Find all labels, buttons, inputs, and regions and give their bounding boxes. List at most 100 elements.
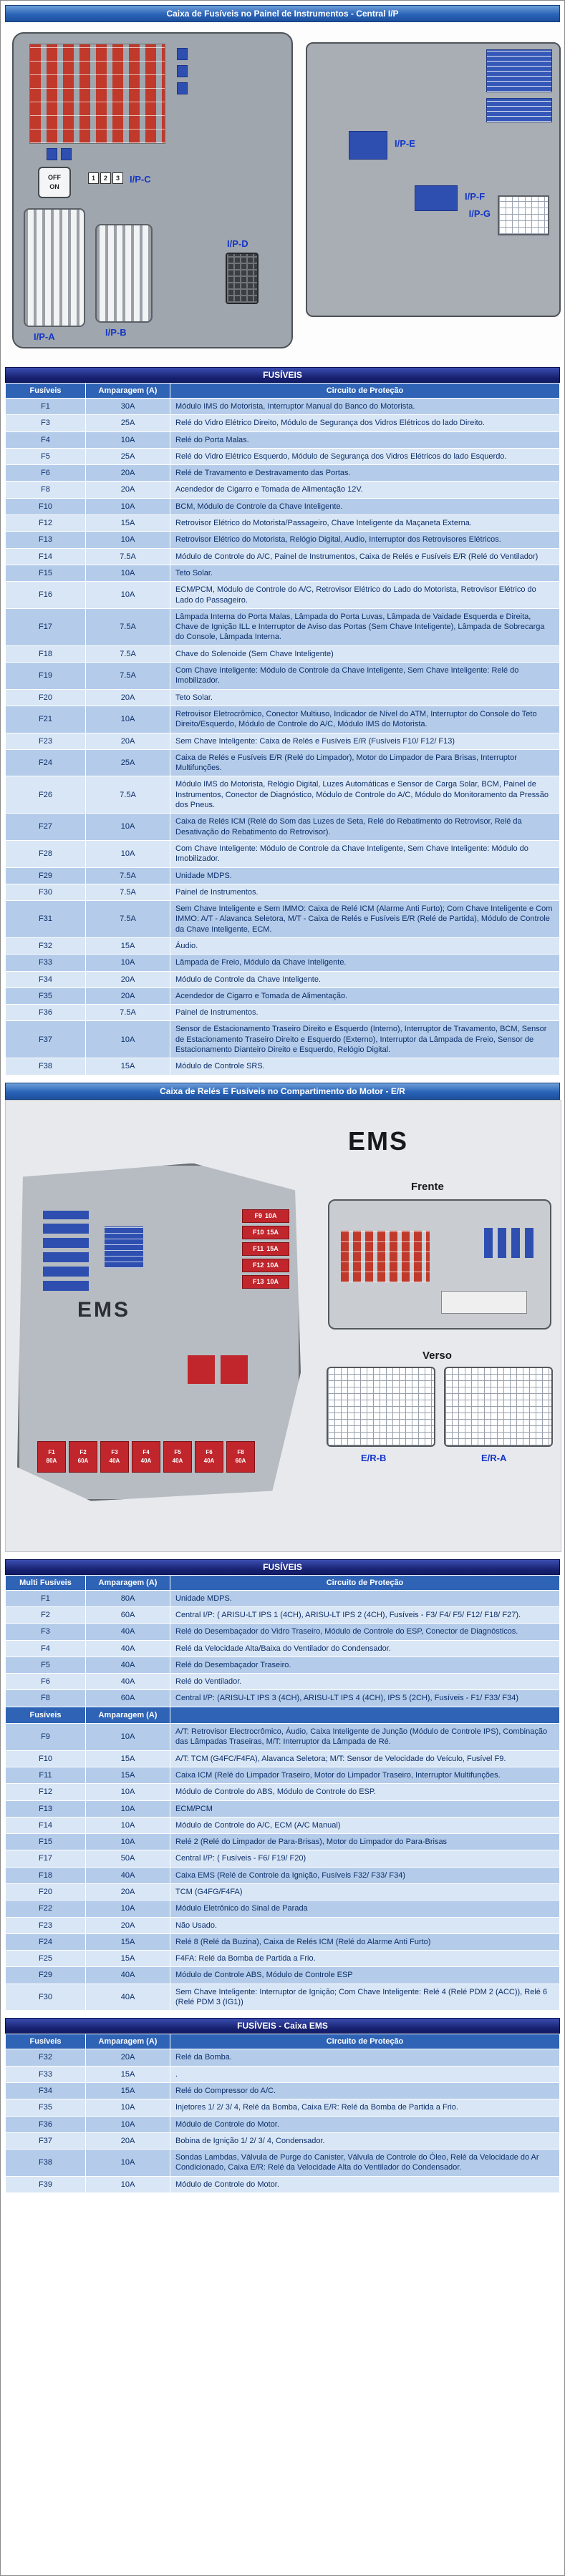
switch-off-label: OFF (48, 174, 61, 182)
fuse-amp: 7.5A (85, 776, 170, 814)
col-fusiveis: Fusíveis (5, 383, 86, 399)
table-row: F1 80A Unidade MDPS. (5, 1589, 560, 1607)
table-row: F38 10A Sondas Lambdas, Válvula de Purge… (5, 2149, 560, 2177)
table-row: F3 40A Relé do Desembaçador do Vidro Tra… (5, 1623, 560, 1641)
fuse-circuit: Central I/P: ( Fusíveis - F6/ F19/ F20) (170, 1850, 560, 1868)
subcol-fusiveis: Fusíveis (5, 1706, 86, 1724)
front-view-label: Frente (411, 1180, 444, 1193)
fuse-id: F33 (5, 954, 86, 972)
multi-fuse: F5 40A (163, 1440, 192, 1473)
fuse-circuit: Sem Chave Inteligente: Caixa de Relés e … (170, 732, 560, 750)
fuse-circuit: Lâmpada Interna do Porta Malas, Lâmpada … (170, 608, 560, 646)
section1-title: Caixa de Fusíveis no Painel de Instrumen… (5, 5, 560, 22)
fuse-amp: 10A (85, 2149, 170, 2177)
fuse-circuit: Acendedor de Cigarro e Tomada de Aliment… (170, 481, 560, 499)
table-row: F12 15A Retrovisor Elétrico do Motorista… (5, 514, 560, 532)
fuse-amp: 40A (85, 1983, 170, 2011)
fuse-circuit: Acendedor de Cigarro e Tomada de Aliment… (170, 987, 560, 1005)
table-header-row: Multi Fusíveis Amparagem (A) Circuito de… (5, 1574, 560, 1591)
legend-box (486, 49, 552, 92)
fuse-amp: 7.5A (85, 645, 170, 663)
table-row: F16 10A ECM/PCM, Módulo de Controle do A… (5, 581, 560, 609)
fuse-amp: 10A (85, 954, 170, 972)
label-era: E/R-A (481, 1452, 507, 1463)
multi-fuse-amp: 40A (172, 1457, 183, 1464)
fuse-amp: 20A (85, 1883, 170, 1901)
fuse-amp: 7.5A (85, 867, 170, 884)
fuse-amp: 10A (85, 564, 170, 582)
fuse-id: F9 (5, 1723, 86, 1751)
fuse-stack: F9 10A F10 15A F11 15A F12 10A F13 10A (242, 1209, 289, 1292)
multi-fuse: F1 80A (37, 1440, 66, 1473)
connector-ipg (498, 195, 549, 235)
fuse-id: F33 (5, 2065, 86, 2083)
fuse-circuit: Painel de Instrumentos. (170, 1004, 560, 1022)
fuse-amp: 7.5A (85, 1004, 170, 1022)
fuse-amp: 7.5A (85, 547, 170, 565)
table-row: F14 10A Módulo de Controle do A/C, ECM (… (5, 1816, 560, 1835)
fuse-circuit: Relé do Vidro Elétrico Direito, Módulo d… (170, 414, 560, 432)
table-row: F23 20A Não Usado. (5, 1916, 560, 1934)
fuse-id: F24 (5, 748, 86, 777)
multi-fuse: F8 60A (226, 1440, 255, 1473)
fuse-amp: 25A (85, 447, 170, 466)
fuse-id: F8 (5, 1689, 86, 1707)
stack-fuse: F10 15A (242, 1225, 289, 1239)
fuse-circuit: Central I/P: (ARISU-LT IPS 3 (4CH), ARIS… (170, 1689, 560, 1707)
table-row: F19 7.5A Com Chave Inteligente: Módulo d… (5, 662, 560, 690)
fuse-id: F37 (5, 1020, 86, 1059)
fuse-id: F10 (5, 1750, 86, 1767)
table-row: F15 10A Teto Solar. (5, 564, 560, 582)
fuse-id: F5 (5, 447, 86, 466)
fuse-id: F5 (5, 1656, 86, 1674)
connector-ipb (95, 224, 153, 323)
col-circuito: Circuito de Proteção (170, 2034, 560, 2050)
table-row: F24 25A Caixa de Relés e Fusíveis E/R (R… (5, 748, 560, 777)
table-row: F33 15A . (5, 2065, 560, 2083)
multi-fuse-id: F2 (79, 1449, 87, 1456)
fuse-amp: 7.5A (85, 883, 170, 902)
section2-title: Caixa de Relés E Fusíveis no Compartimen… (5, 1082, 560, 1100)
ignition-switch-box: OFF ON (38, 167, 71, 198)
fuse-circuit: Módulo de Controle do ABS, Módulo de Con… (170, 1783, 560, 1801)
fuse-id: F37 (5, 2132, 86, 2150)
fuse-id: F4 (5, 431, 86, 449)
fuse-id: F22 (5, 1900, 86, 1918)
fuse-id: F12 (5, 514, 86, 532)
fuse-circuit: Módulo de Controle do A/C, Painel de Ins… (170, 547, 560, 565)
ip-fuse-table: Fusíveis Amparagem (A) Circuito de Prote… (5, 383, 560, 1075)
fuse-circuit: Com Chave Inteligente: Módulo de Control… (170, 839, 560, 868)
table-row: F27 10A Caixa de Relés ICM (Relé do Som … (5, 813, 560, 841)
table-row: F29 40A Módulo de Controle ABS, Módulo d… (5, 1966, 560, 1984)
fuse-circuit: Módulo IMS do Motorista, Interruptor Man… (170, 397, 560, 416)
table-row: F21 10A Retrovisor Eletrocrômico, Conect… (5, 705, 560, 733)
fuse-id: F1 (5, 397, 86, 416)
multi-fuse-strip: F1 80A F2 60A F3 40A F4 40A F5 40A F6 40… (37, 1440, 255, 1473)
er-fusebox-diagram: EMS EMS F1 80A F2 60A F3 40A F4 40A (5, 1099, 561, 1552)
fuse-amp: 60A (85, 1606, 170, 1624)
label-erb: E/R-B (361, 1452, 387, 1463)
table-row: F1 30A Módulo IMS do Motorista, Interrup… (5, 397, 560, 416)
fuse-amp: 7.5A (85, 608, 170, 646)
pin-number: 1 (88, 172, 99, 184)
fuse-id: F30 (5, 1983, 86, 2011)
fuse-id: F35 (5, 987, 86, 1005)
table-row: F5 40A Relé do Desembaçador Traseiro. (5, 1656, 560, 1674)
fuse-amp: 50A (85, 1850, 170, 1868)
stack-fuse-amp: 10A (266, 1262, 279, 1269)
table-row: F32 20A Relé da Bomba. (5, 2049, 560, 2067)
fuse-amp: 15A (85, 937, 170, 955)
fuse-id: F34 (5, 970, 86, 988)
fuse-id: F29 (5, 867, 86, 884)
fuse-id: F20 (5, 1883, 86, 1901)
fuse-id: F28 (5, 839, 86, 868)
fuse-amp: 10A (85, 2099, 170, 2117)
fuse-circuit: Retrovisor Elétrico do Motorista, Relógi… (170, 531, 560, 549)
fuse-id: F24 (5, 1933, 86, 1951)
switch-on-label: ON (49, 183, 59, 190)
relay-cluster (441, 1290, 527, 1314)
subcol-empty (170, 1706, 560, 1724)
table-row: F4 40A Relé da Velocidade Alta/Baixa do … (5, 1639, 560, 1657)
